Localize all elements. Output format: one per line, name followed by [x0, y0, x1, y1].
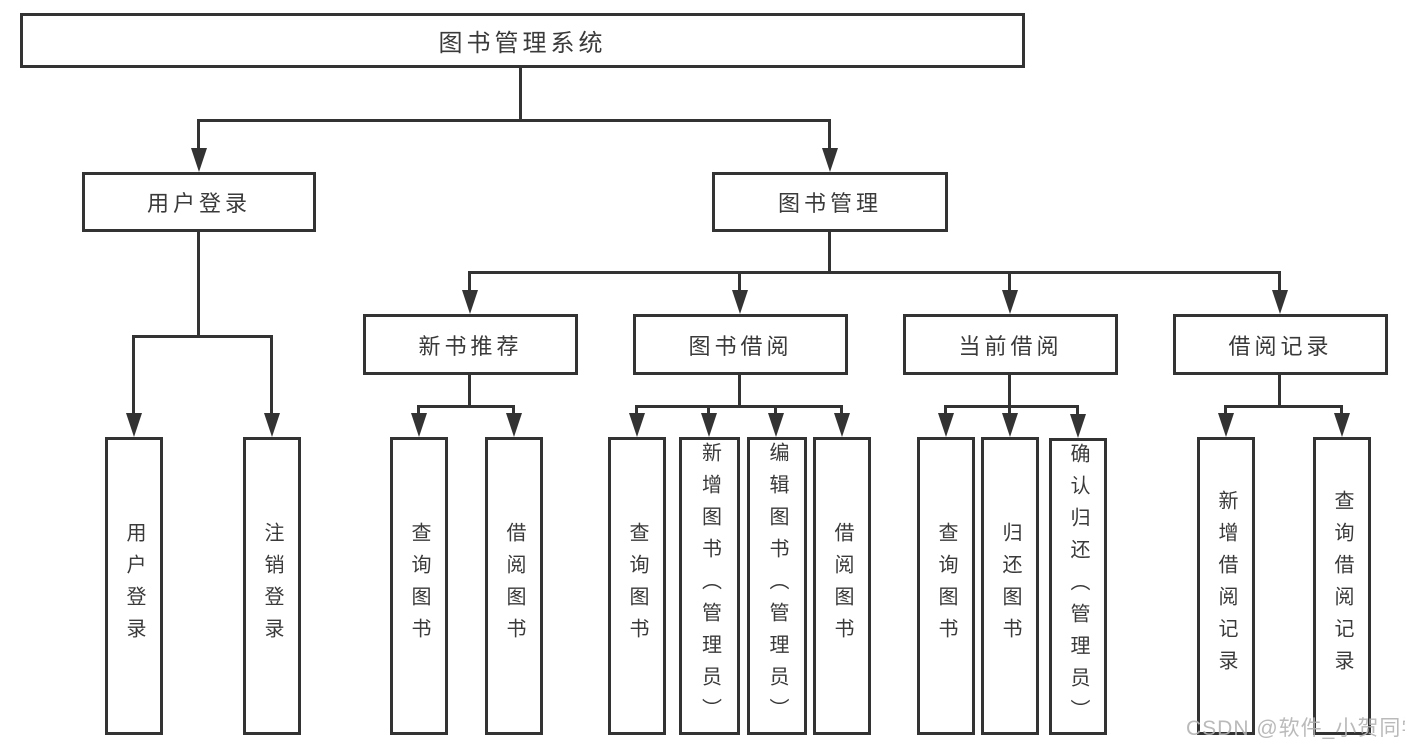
leaf-label: 查询借阅记录: [1331, 490, 1353, 682]
leaf-label: 查询图书: [408, 522, 430, 650]
leaf-label: 归还图书: [999, 522, 1021, 650]
connector-line: [1340, 405, 1343, 415]
connector-line: [1008, 271, 1011, 293]
connector-line: [738, 271, 741, 293]
connector-line: [1278, 271, 1281, 293]
leaf-label: 借阅图书: [831, 522, 853, 650]
leaf-borrowing-borrow-books: 借阅图书: [813, 437, 871, 735]
arrow-down-icon: [1218, 413, 1234, 437]
leaf-label: 查询图书: [935, 522, 957, 650]
connector-line: [1224, 405, 1343, 408]
leaf-label: 借阅图书: [503, 522, 525, 650]
connector-line: [512, 405, 515, 415]
arrow-down-icon: [191, 148, 207, 172]
arrow-down-icon: [1334, 413, 1350, 437]
leaf-label: 新增图书（管理员）: [698, 442, 721, 730]
connector-line: [1076, 405, 1079, 415]
connector-line: [828, 119, 831, 149]
arrow-down-icon: [822, 148, 838, 172]
connector-line: [1224, 405, 1227, 415]
leaf-confirm-return-admin: 确认归还（管理员）: [1049, 438, 1107, 735]
connector-line: [132, 335, 135, 415]
arrow-down-icon: [1070, 414, 1086, 438]
connector-line: [707, 405, 710, 415]
connector-line: [1008, 405, 1011, 415]
leaf-user-login: 用户登录: [105, 437, 163, 735]
leaf-current-query-books: 查询图书: [917, 437, 975, 735]
node-book-borrowing: 图书借阅: [633, 314, 848, 375]
node-label: 图书管理: [777, 191, 882, 216]
node-borrowing-records: 借阅记录: [1173, 314, 1388, 375]
arrow-down-icon: [768, 413, 784, 437]
node-current-borrowing: 当前借阅: [903, 314, 1118, 375]
connector-line: [197, 119, 831, 122]
leaf-add-books-admin: 新增图书（管理员）: [679, 437, 740, 735]
node-label: 新书推荐: [418, 333, 523, 359]
node-label: 当前借阅: [958, 333, 1063, 359]
connector-line: [738, 375, 741, 405]
connector-line: [132, 335, 273, 338]
leaf-borrowing-query-books: 查询图书: [608, 437, 666, 735]
connector-line: [468, 271, 471, 293]
node-label: 图书借阅: [688, 333, 793, 359]
arrow-down-icon: [1272, 290, 1288, 314]
leaf-label: 确认归还（管理员）: [1067, 442, 1089, 731]
csdn-watermark: CSDN @软件_小贺同学: [1186, 717, 1405, 740]
node-new-book-recommendation: 新书推荐: [363, 314, 578, 375]
connector-line: [840, 405, 843, 415]
leaf-label: 编辑图书（管理员）: [766, 442, 788, 730]
arrow-down-icon: [732, 290, 748, 314]
leaf-add-borrow-record: 新增借阅记录: [1197, 437, 1255, 735]
node-label: 借阅记录: [1228, 333, 1333, 359]
connector-line: [270, 335, 273, 415]
connector-line: [417, 405, 515, 408]
connector-line: [944, 405, 1079, 408]
connector-line: [468, 271, 1281, 274]
connector-line: [519, 68, 522, 119]
connector-line: [774, 405, 777, 415]
arrow-down-icon: [264, 413, 280, 437]
leaf-logout: 注销登录: [243, 437, 301, 735]
connector-line: [197, 119, 200, 149]
leaf-recommend-borrow-books: 借阅图书: [485, 437, 543, 735]
arrow-down-icon: [834, 413, 850, 437]
connector-line: [828, 232, 831, 271]
arrow-down-icon: [701, 413, 717, 437]
node-book-management: 图书管理: [712, 172, 948, 232]
leaf-label: 查询图书: [626, 522, 648, 650]
node-library-management-system: 图书管理系统: [20, 13, 1025, 68]
leaf-label: 用户登录: [123, 522, 145, 650]
arrow-down-icon: [411, 413, 427, 437]
leaf-label: 注销登录: [261, 522, 283, 650]
leaf-recommend-query-books: 查询图书: [390, 437, 448, 735]
arrow-down-icon: [462, 290, 478, 314]
connector-line: [635, 405, 638, 415]
node-label: 图书管理系统: [438, 30, 607, 57]
arrow-down-icon: [629, 413, 645, 437]
arrow-down-icon: [126, 413, 142, 437]
leaf-edit-books-admin: 编辑图书（管理员）: [747, 437, 807, 735]
leaf-return-books: 归还图书: [981, 437, 1039, 735]
connector-line: [1008, 375, 1011, 405]
connector-line: [197, 232, 200, 335]
connector-line: [1278, 375, 1281, 405]
connector-line: [468, 375, 471, 405]
arrow-down-icon: [938, 413, 954, 437]
arrow-down-icon: [1002, 290, 1018, 314]
leaf-query-borrow-records: 查询借阅记录: [1313, 437, 1371, 735]
node-label: 用户登录: [146, 191, 251, 216]
arrow-down-icon: [506, 413, 522, 437]
connector-line: [635, 405, 843, 408]
leaf-label: 新增借阅记录: [1215, 490, 1237, 682]
arrow-down-icon: [1002, 413, 1018, 437]
connector-line: [417, 405, 420, 415]
node-user-login: 用户登录: [82, 172, 316, 232]
connector-line: [944, 405, 947, 415]
